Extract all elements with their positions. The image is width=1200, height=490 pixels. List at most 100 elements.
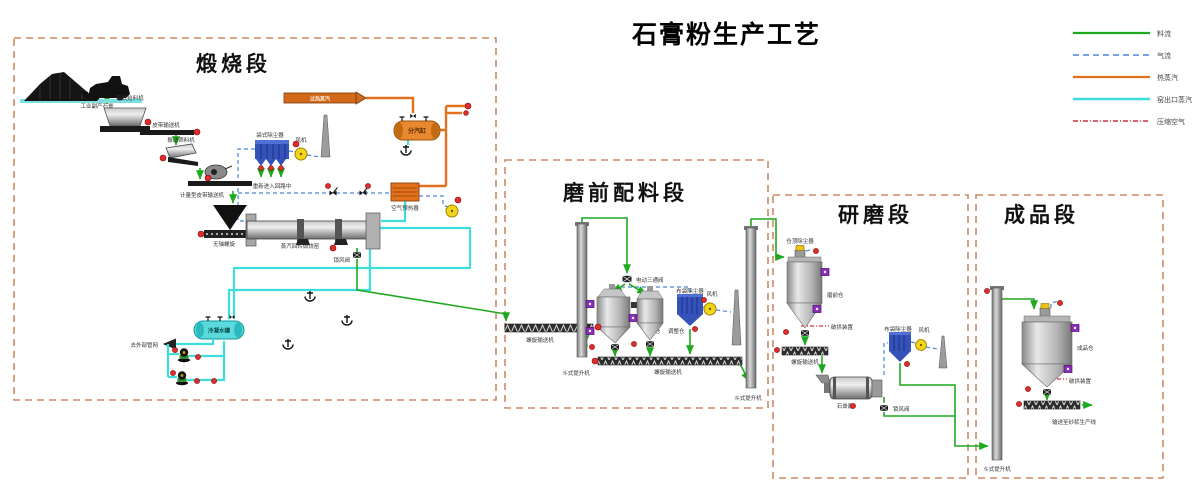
bucket-elevator-1-label: 斗式提升机 <box>562 369 590 377</box>
bag-filter-1-label: 袋式除尘器 <box>256 131 284 139</box>
screw-conveyor-3: 螺旋输送机 <box>781 346 829 366</box>
arch-breaker-1-label: 破拱装置 <box>831 323 854 331</box>
section-grinding: 研磨段 <box>772 194 969 479</box>
legend-label-material: 料流 <box>1157 29 1171 38</box>
screw-conveyor-4: 输送至砂浆生产线 <box>1023 400 1097 426</box>
bucket-elevator-3: 斗式提升机 <box>983 286 1011 473</box>
product-silo: 成品仓 破拱装置 <box>1021 315 1094 396</box>
legend-label-gas: 气流 <box>1157 51 1171 60</box>
section-product: 成品段 <box>975 194 1164 479</box>
screw-conveyor-2-label: 螺旋输送机 <box>654 368 682 376</box>
bucket-elevator-2-label: 斗式提升机 <box>734 394 762 402</box>
condensate-pump-1 <box>178 348 190 363</box>
condensate-tank: 冷凝水罐 <box>193 315 245 340</box>
air-lock-valve-2: 锁风阀 <box>879 404 910 413</box>
drain-anchor-4 <box>282 338 294 350</box>
section-grinding-title: 研磨段 <box>838 203 913 227</box>
legend: 料流 气流 热蒸汽 窑出口蒸汽 压缩空气 <box>1073 29 1192 126</box>
arch-breaker-2-label: 破拱装置 <box>1069 377 1092 385</box>
condensate-tank-label: 冷凝水罐 <box>208 327 231 335</box>
section-calcination-title: 煅烧段 <box>196 52 271 76</box>
shaftless-screw-label: 无轴螺旋 <box>213 240 236 248</box>
screw-conveyor-3-label: 螺旋输送机 <box>791 358 819 366</box>
chimney-2 <box>731 289 742 346</box>
superheated-steam-label: 过热蒸汽 <box>310 96 330 103</box>
bag-filter-2-label: 布袋除尘器 <box>676 287 704 295</box>
metering-belt-label: 计量型皮带输送机 <box>180 191 225 199</box>
mill-front-silo: 磨前仓 破拱装置 <box>786 256 854 337</box>
bucket-elevator-1: 斗式提升机 <box>562 222 590 377</box>
section-product-title: 成品段 <box>1004 203 1079 227</box>
three-way-valve: 电动三通阀 <box>622 275 664 284</box>
product-silo-label: 成品仓 <box>1077 344 1094 352</box>
belt-conveyor: 皮带输送机 <box>140 121 194 135</box>
section-calcination: 煅烧段 <box>13 37 497 401</box>
fan-3: 风机 <box>702 290 718 316</box>
superheated-steam-pipe: 过热蒸汽 <box>283 91 367 105</box>
section-premix: 磨前配料段 <box>504 159 769 409</box>
gas-valve-1 <box>329 187 338 196</box>
bag-filter-3-label: 布袋除尘器 <box>884 325 912 333</box>
wheel-loader-icon <box>80 76 130 101</box>
rotary-kiln-label: 蒸汽回转煅烧窑 <box>281 242 320 250</box>
condensate-pump-2 <box>176 371 188 386</box>
fan-4: 风机 <box>914 326 930 351</box>
steam-cylinder-label: 分汽缸 <box>408 127 426 135</box>
to-mortar-line-label: 输送至砂浆生产线 <box>1052 418 1097 426</box>
gypsum-mill-label: 石膏磨 <box>837 402 854 410</box>
material-flow-lines <box>103 93 1093 450</box>
bag-filter-2: 布袋除尘器 <box>676 287 704 326</box>
indicator-dots <box>144 102 1063 409</box>
steam-distribution-cylinder: 分汽缸 <box>393 113 441 141</box>
gypsum-stockpile-label: 工业副产石膏 <box>80 102 114 110</box>
silo-top-filter-1-label: 仓顶除尘器 <box>786 237 814 245</box>
bag-filter-3: 布袋除尘器 <box>884 325 912 362</box>
silo-top-filter-2 <box>1039 303 1051 318</box>
to-external-network-label: 去外部管网 <box>130 341 158 349</box>
air-preheater-label: 空气预热器 <box>391 204 419 212</box>
drain-anchor-2 <box>304 290 316 302</box>
fan-1: 风机 <box>293 136 308 161</box>
legend-label-kiln-steam: 窑出口蒸汽 <box>1157 95 1192 104</box>
adjusting-silo: 调整仓 <box>628 286 685 348</box>
gypsum-stockpile: 工业副产石膏 <box>20 72 142 110</box>
legend-label-compressed-air: 压缩空气 <box>1157 117 1185 126</box>
belt-conveyor-label: 皮带输送机 <box>152 121 180 129</box>
chimney-1 <box>320 114 331 158</box>
rotary-kiln: 蒸汽回转煅烧窑 <box>245 212 381 250</box>
hot-steam-lines <box>366 96 466 188</box>
silo-top-filter-1: 仓顶除尘器 <box>786 237 814 260</box>
page-title: 石膏粉生产工艺 <box>631 20 821 49</box>
magnetic-separator <box>204 164 233 180</box>
metering-belt-conveyor: 计量型皮带输送机 <box>180 181 252 199</box>
fan-3-label: 风机 <box>706 290 718 298</box>
air-lock-valve-1-label: 锁风阀 <box>333 256 350 264</box>
mill-front-silo-label: 磨前仓 <box>827 291 844 299</box>
bag-filter-1: 袋式除尘器 重新进入回路中 <box>253 131 292 190</box>
drain-anchor-3 <box>341 314 353 326</box>
gas-valve-2 <box>359 187 368 196</box>
screw-conveyor-1-label: 螺旋输送机 <box>526 336 554 344</box>
vibrating-feeder-label: 振动筛料机 <box>167 136 195 144</box>
legend-label-hot-steam: 热蒸汽 <box>1157 73 1178 82</box>
box-feeder: 箱式给料机 <box>100 94 150 132</box>
vibrating-feeder: 振动筛料机 <box>165 136 198 166</box>
screw-conveyor-2: 螺旋输送机 <box>597 356 743 376</box>
bucket-elevator-3-label: 斗式提升机 <box>983 465 1011 473</box>
section-premix-title: 磨前配料段 <box>563 181 688 205</box>
fan-4-label: 风机 <box>918 326 930 334</box>
air-lock-valve-1: 锁风阀 <box>333 251 362 264</box>
air-lock-valve-2-label: 锁风阀 <box>893 405 910 413</box>
bucket-elevator-2: 斗式提升机 <box>734 226 762 402</box>
three-way-valve-label: 电动三通阀 <box>636 276 664 284</box>
shaftless-screw: 无轴螺旋 <box>204 205 248 248</box>
chimney-3 <box>938 335 948 369</box>
gypsum-mill: 石膏磨 <box>815 374 883 410</box>
drain-anchor-1 <box>400 144 412 156</box>
fan-1-label: 风机 <box>295 136 307 144</box>
air-preheater: 空气预热器 <box>390 182 420 212</box>
reenter-loop-label: 重新进入回路中 <box>253 182 292 190</box>
adjusting-silo-label: 调整仓 <box>668 327 685 335</box>
